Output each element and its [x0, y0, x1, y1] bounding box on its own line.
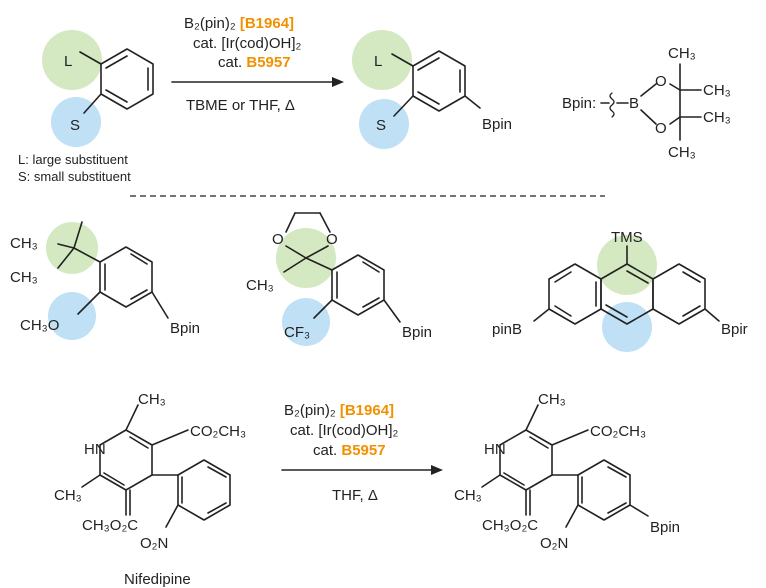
nif-nitro: O₂N	[140, 535, 168, 552]
bpin-def-oxygen-top: O	[655, 73, 667, 90]
start-small-label: S	[70, 117, 80, 134]
scheme2-conditions: THF, Δ	[332, 487, 378, 504]
scheme1-catalyst-ir: cat. [Ir(cod)OH]₂	[193, 35, 302, 52]
scheme2-catalyst-ligand: cat. B5957	[313, 442, 386, 459]
small-group-highlight	[51, 97, 101, 147]
borylated-nifedipine: CH₃ CO₂CH₃ HN CH₃ CH₃O₂C O₂N Bpin	[454, 391, 680, 552]
bpin-def-methyl-2: CH₃	[703, 82, 731, 99]
bpin-def-methyl-3: CH₃	[703, 109, 731, 126]
ex2-methyl: CH₃	[246, 277, 274, 294]
prod-bpin: Bpin	[650, 519, 680, 536]
ex2-cf3: CF₃	[284, 324, 310, 341]
small-group-highlight	[282, 298, 330, 346]
prod-ester-left: CH₃O₂C	[482, 517, 538, 534]
nif-methyl-top: CH₃	[138, 391, 166, 408]
ex2-oxygen-right: O	[326, 231, 338, 248]
bpin-def-methyl-4: CH₃	[668, 144, 696, 161]
nifedipine-structure: CH₃ CO₂CH₃ HN CH₃ CH₃O₂C O₂N Nifedipine	[54, 391, 246, 588]
prod-nitro: O₂N	[540, 535, 568, 552]
prod-ester-right: CO₂CH₃	[590, 423, 646, 440]
scheme1-arrow	[171, 77, 344, 87]
scheme1-reagent-code-b1964: [B1964]	[240, 15, 294, 32]
scheme1-ligand-code-b5957: B5957	[246, 54, 290, 71]
large-group-highlight	[42, 30, 102, 90]
nif-ester-left: CH₃O₂C	[82, 517, 138, 534]
ex1-methyl-2: CH₃	[10, 269, 38, 286]
scheme1-product: L S Bpin	[352, 30, 512, 149]
ex1-methyl-1: CH₃	[10, 235, 38, 252]
bpin-def-boron: B	[629, 95, 639, 112]
small-group-highlight	[359, 99, 409, 149]
ex3-pinb: pinB	[492, 321, 522, 338]
scheme2-reagent-code-b1964: [B1964]	[340, 402, 394, 419]
example-2-dioxolane-cf3: O O CH₃ CF₃ Bpin	[246, 212, 432, 346]
small-group-highlight	[48, 292, 96, 340]
scheme1-catalyst-ligand: cat. B5957	[218, 54, 291, 71]
bpin-definition: Bpin: B O O CH₃ CH₃ CH₃ CH₃	[562, 45, 731, 161]
prod-methyl-left: CH₃	[454, 487, 482, 504]
nif-nh: HN	[84, 441, 106, 458]
prod-nh: HN	[484, 441, 506, 458]
scheme2-reagent-b2pin2: B₂(pin)₂ [B1964]	[284, 402, 394, 419]
ex3-bpin: Bpir	[721, 321, 748, 338]
scheme1-starting-material: L S	[42, 30, 154, 147]
ex2-bpin: Bpin	[402, 324, 432, 341]
ex2-oxygen-left: O	[272, 231, 284, 248]
legend-large-substituent: L: large substituent	[18, 152, 128, 167]
ex1-methoxy: CH₃O	[20, 317, 59, 334]
product-large-label: L	[374, 53, 382, 70]
legend-small-substituent: S: small substituent	[18, 169, 131, 184]
scheme2-ligand-code-b5957: B5957	[341, 442, 385, 459]
scheme2-catalyst-ir: cat. [Ir(cod)OH]₂	[290, 422, 399, 439]
scheme2-arrow	[281, 465, 443, 475]
start-large-label: L	[64, 53, 72, 70]
nif-methyl-left: CH₃	[54, 487, 82, 504]
bpin-def-methyl-1: CH₃	[668, 45, 696, 62]
example-1-tbu-anisole: CH₃ CH₃ CH₃O Bpin	[10, 221, 200, 340]
bpin-definition-label: Bpin:	[562, 95, 596, 112]
scheme1-reagent-b2pin2: B₂(pin)₂ [B1964]	[184, 15, 294, 32]
product-small-label: S	[376, 117, 386, 134]
scheme1-conditions: TBME or THF, Δ	[186, 97, 295, 114]
ex1-bpin: Bpin	[170, 320, 200, 337]
nifedipine-name: Nifedipine	[124, 571, 191, 588]
ex3-tms: TMS	[611, 229, 643, 246]
bpin-def-oxygen-bottom: O	[655, 120, 667, 137]
large-group-highlight	[352, 30, 412, 90]
small-group-highlight	[602, 302, 652, 352]
prod-methyl-top: CH₃	[538, 391, 566, 408]
example-3-tms-anthracene: TMS pinB Bpir	[492, 229, 748, 352]
product-bpin-label: Bpin	[482, 116, 512, 133]
nif-ester-right: CO₂CH₃	[190, 423, 246, 440]
